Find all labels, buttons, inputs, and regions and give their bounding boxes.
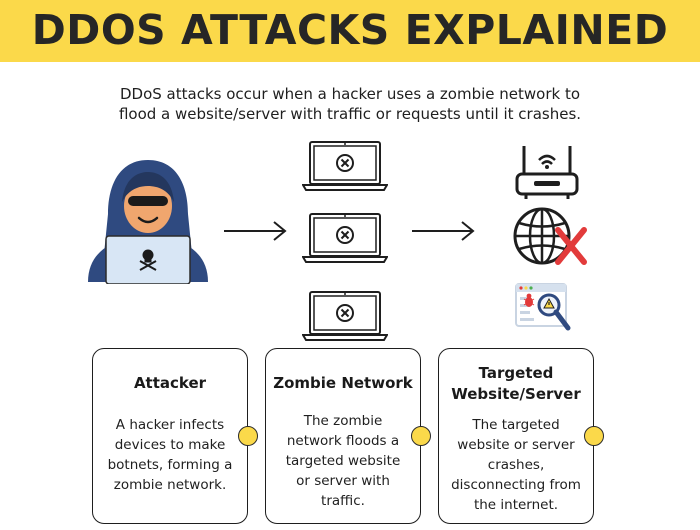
card-description-line: botnets, forming a bbox=[107, 457, 233, 473]
card-title-line: Website/Server bbox=[451, 385, 581, 403]
card-description-line: devices to make bbox=[114, 437, 226, 453]
card-title-line: Zombie Network bbox=[273, 374, 413, 392]
router-icon bbox=[515, 146, 579, 199]
card-description-line: The targeted bbox=[472, 417, 560, 433]
title-banner: DDOS ATTACKS EXPLAINED bbox=[0, 0, 700, 62]
card-description-line: A hacker infects bbox=[115, 417, 225, 433]
browser-bug-icon bbox=[515, 283, 571, 331]
step-connector-dot bbox=[238, 426, 258, 446]
card-description-line: targeted website bbox=[285, 453, 401, 469]
intro-line-1: DDoS attacks occur when a hacker uses a … bbox=[119, 85, 581, 103]
card-description-line: crashes, bbox=[487, 457, 545, 473]
card-description: A hacker infects devices to make botnets… bbox=[99, 415, 241, 495]
card-description-line: The zombie bbox=[303, 413, 383, 429]
globe-blocked-icon bbox=[513, 207, 587, 265]
step-connector-dot bbox=[584, 426, 604, 446]
card-description-line: traffic. bbox=[321, 493, 365, 509]
card-title: Targeted Website/Server bbox=[439, 363, 593, 405]
arrow-right-icon bbox=[224, 221, 287, 241]
card-description-line: the internet. bbox=[473, 497, 559, 513]
infected-laptop-icon bbox=[302, 291, 388, 341]
card-title: Zombie Network bbox=[266, 373, 420, 394]
arrow-right-icon bbox=[412, 221, 475, 241]
intro-text: DDoS attacks occur when a hacker uses a … bbox=[60, 84, 640, 124]
hooded-hacker-icon bbox=[88, 160, 208, 284]
card-description-line: zombie network. bbox=[113, 477, 227, 493]
page-title: DDOS ATTACKS EXPLAINED bbox=[31, 6, 669, 54]
red-x-icon bbox=[555, 227, 587, 265]
card-description-line: disconnecting from bbox=[451, 477, 581, 493]
card-title-line: Targeted bbox=[478, 364, 554, 382]
card-description: The targeted website or server crashes, … bbox=[445, 415, 587, 515]
card-title: Attacker bbox=[93, 373, 247, 394]
card-targeted-server: Targeted Website/Server The targeted web… bbox=[438, 348, 594, 524]
step-connector-dot bbox=[411, 426, 431, 446]
card-description-line: network floods a bbox=[286, 433, 400, 449]
card-zombie-network: Zombie Network The zombie network floods… bbox=[265, 348, 421, 524]
infected-laptop-icon bbox=[302, 141, 388, 191]
card-description-line: or server with bbox=[296, 473, 390, 489]
card-description-line: website or server bbox=[457, 437, 575, 453]
card-title-line: Attacker bbox=[133, 374, 207, 392]
card-attacker: Attacker A hacker infects devices to mak… bbox=[92, 348, 248, 524]
intro-line-2: flood a website/server with traffic or r… bbox=[118, 105, 582, 123]
card-description: The zombie network floods a targeted web… bbox=[272, 411, 414, 511]
infected-laptop-icon bbox=[302, 213, 388, 263]
